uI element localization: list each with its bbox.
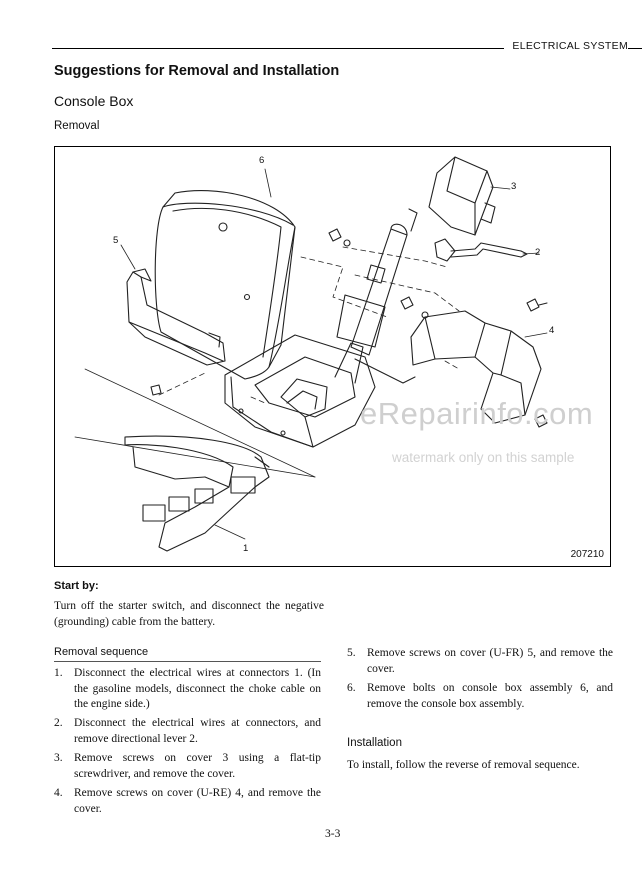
cover-3-drawing xyxy=(428,156,496,236)
cover-5-drawing xyxy=(126,268,226,366)
callout-4: 4 xyxy=(549,325,555,336)
list-item: 5. Remove screws on cover (U-FR) 5, and … xyxy=(347,646,613,677)
cover-4-drawing xyxy=(410,310,542,424)
subheading-removal: Removal xyxy=(54,120,100,132)
installation-text: To install, follow the reverse of remova… xyxy=(347,759,580,771)
step-number: 6. xyxy=(347,682,356,694)
step-number: 3. xyxy=(54,752,63,764)
watermark-text: eRepairinfo.com xyxy=(360,396,594,431)
list-item: 4. Remove screws on cover (U-RE) 4, and … xyxy=(54,786,321,817)
list-item: 2. Disconnect the electrical wires at co… xyxy=(54,716,321,747)
removal-sequence-heading: Removal sequence xyxy=(54,646,149,658)
heading-underline xyxy=(54,661,321,662)
exploded-lines xyxy=(158,246,460,404)
step-text: Remove screws on cover (U-FR) 5, and rem… xyxy=(367,647,613,675)
exploded-diagram-figure: 6 3 2 4 5 1 207210 xyxy=(54,146,611,567)
list-item: 6. Remove bolts on console box assembly … xyxy=(347,681,613,712)
start-by-label: Start by: xyxy=(54,580,99,592)
step-number: 1. xyxy=(54,667,63,679)
callout-5: 5 xyxy=(113,235,119,246)
steering-column-drawing xyxy=(336,208,418,384)
step-text: Disconnect the electrical wires at conne… xyxy=(74,667,321,710)
harness-connectors-1-drawing xyxy=(124,435,270,552)
section-title: ELECTRICAL SYSTEM xyxy=(504,40,628,52)
page-title: Suggestions for Removal and Installation xyxy=(54,63,340,79)
step-text: Remove screws on cover 3 using a flat-ti… xyxy=(74,752,321,780)
start-by-text: Turn off the starter switch, and disconn… xyxy=(54,600,324,628)
callout-2: 2 xyxy=(535,247,541,258)
callout-1: 1 xyxy=(243,543,249,554)
figure-code: 207210 xyxy=(570,549,604,560)
lever-2-drawing xyxy=(434,238,528,262)
step-number: 4. xyxy=(54,787,63,799)
list-item: 1. Disconnect the electrical wires at co… xyxy=(54,666,321,713)
step-number: 5. xyxy=(347,647,356,659)
cover-6-drawing xyxy=(154,190,296,380)
installation-heading: Installation xyxy=(347,737,402,749)
step-text: Disconnect the electrical wires at conne… xyxy=(74,717,321,745)
bolts-drawing xyxy=(150,228,548,428)
page-number: 3-3 xyxy=(325,828,341,840)
callout-6: 6 xyxy=(259,155,265,166)
callout-3: 3 xyxy=(511,181,517,192)
step-text: Remove bolts on console box assembly 6, … xyxy=(367,682,613,710)
header-rule xyxy=(52,48,642,49)
subheading-console-box: Console Box xyxy=(54,93,134,109)
watermark-subtext: watermark only on this sample xyxy=(392,450,575,465)
callout-leaders xyxy=(74,168,548,540)
step-text: Remove screws on cover (U-RE) 4, and rem… xyxy=(74,787,321,815)
step-number: 2. xyxy=(54,717,63,729)
list-item: 3. Remove screws on cover 3 using a flat… xyxy=(54,751,321,782)
console-box-illustration xyxy=(74,156,548,552)
console-body-drawing xyxy=(224,334,376,448)
